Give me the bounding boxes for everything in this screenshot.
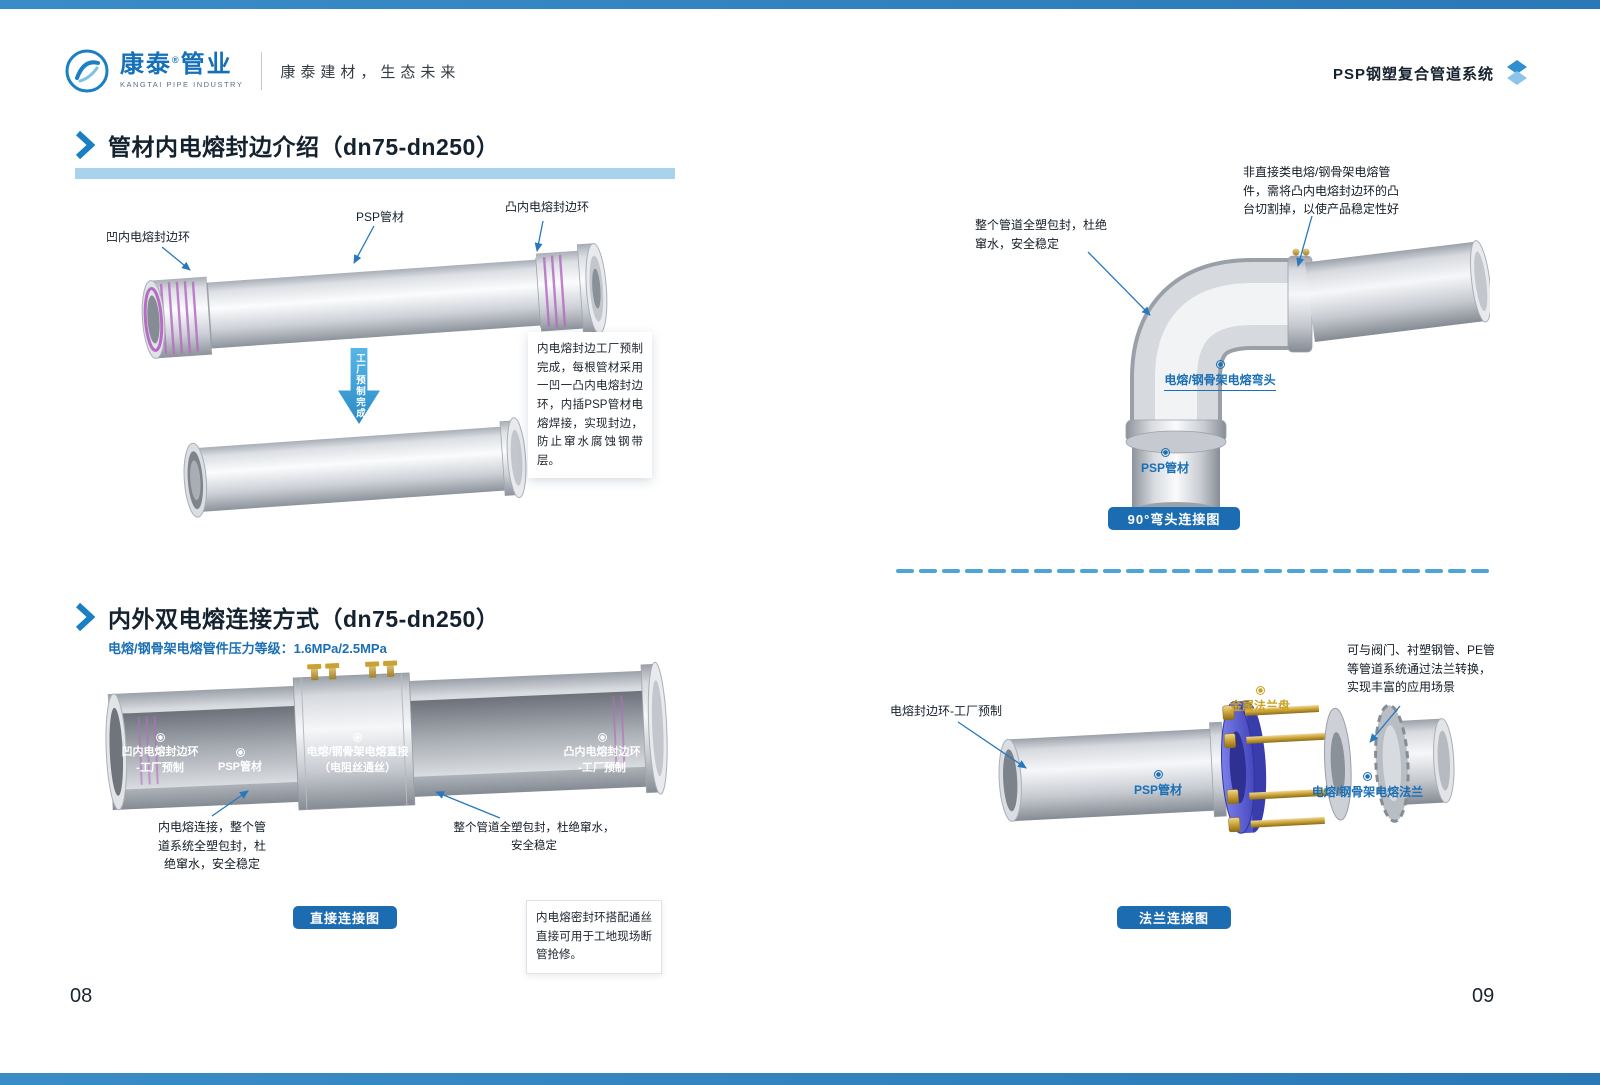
seal-edge-note: 内电熔封边工厂预制完成，每根管材采用一凹一凸内电熔封边环，内插PSP管材电熔焊接… bbox=[528, 332, 652, 479]
label-concave-seal-ring: 凹内电熔封边环 bbox=[106, 230, 191, 244]
callout-elbow-seal: 整个管道全塑包封，杜绝 窜水，安全稳定 bbox=[975, 218, 1108, 251]
chevron-icon bbox=[75, 603, 95, 631]
target-dot-icon bbox=[155, 733, 165, 742]
seal-edge-diagram bbox=[141, 243, 608, 518]
logo-icon bbox=[65, 49, 109, 93]
label-text: PSP管材 bbox=[1133, 783, 1182, 797]
bottom-bar bbox=[0, 1073, 1600, 1085]
logo-text: 康泰®管业 KANGTAI PIPE INDUSTRY bbox=[120, 53, 244, 90]
label-ef-flange: 电熔/钢骨架电熔法兰 bbox=[1295, 772, 1440, 801]
badge-elbow-connection: 90°弯头连接图 bbox=[1108, 507, 1240, 530]
section2-title: 内外双电熔连接方式（dn75-dn250） bbox=[108, 606, 500, 632]
label-text: PSP管材 bbox=[1140, 461, 1189, 475]
factory-arrow-label: 工厂预制完成 bbox=[354, 353, 365, 419]
label-text: 电熔/钢骨架电熔弯头 bbox=[1164, 372, 1276, 391]
header-divider bbox=[261, 52, 263, 90]
page-number-right: 09 bbox=[1472, 985, 1495, 1007]
logo-name-part2: 管业 bbox=[180, 51, 233, 78]
target-dot-icon bbox=[597, 733, 607, 742]
pipe-label-convex-ring: 凸内电熔封边环 -工厂预制 bbox=[552, 733, 652, 777]
logo-subtitle: KANGTAI PIPE INDUSTRY bbox=[120, 80, 244, 89]
system-title: PSP钢塑复合管道系统 bbox=[1332, 65, 1494, 83]
chevron-icon bbox=[75, 131, 95, 159]
label-psp-pipe: PSP管材 bbox=[356, 210, 405, 224]
brand-mark-icon bbox=[1507, 60, 1527, 85]
logo: 康泰®管业 KANGTAI PIPE INDUSTRY 康泰建材，生态未来 bbox=[64, 48, 460, 94]
header-tagline: 康泰建材，生态未来 bbox=[280, 63, 461, 81]
label-psp-pipe-flange: PSP管材 bbox=[1118, 770, 1198, 799]
badge-direct-connection: 直接连接图 bbox=[293, 906, 397, 929]
target-dot-icon bbox=[1255, 686, 1265, 695]
elbow-connection-diagram bbox=[1125, 240, 1490, 518]
section1-underline bbox=[75, 168, 675, 179]
registered-mark: ® bbox=[172, 55, 181, 65]
pressure-rating-note: 电熔/钢骨架电熔管件压力等级：1.6MPa/2.5MPa bbox=[108, 641, 387, 656]
section1-header: 管材内电熔封边介绍（dn75-dn250） bbox=[75, 128, 499, 162]
label-metal-flange: 金属法兰盘 bbox=[1205, 686, 1315, 715]
pipe-label-text: 凸内电熔封边环 -工厂预制 bbox=[563, 746, 641, 774]
label-seal-ring-factory: 电熔封边环-工厂预制 bbox=[890, 704, 1002, 718]
label-text: 电熔/钢骨架电熔法兰 bbox=[1311, 785, 1424, 799]
label-psp-pipe-elbow: PSP管材 bbox=[1125, 448, 1205, 477]
target-dot-icon bbox=[1160, 448, 1170, 457]
label-ef-elbow: 电熔/钢骨架电熔弯头 bbox=[1140, 360, 1300, 391]
page-number-left: 08 bbox=[70, 985, 93, 1007]
badge-flange-connection: 法兰连接图 bbox=[1117, 906, 1231, 929]
repair-note: 内电熔密封环搭配通丝直接可用于工地现场断管抢修。 bbox=[526, 900, 662, 974]
target-dot-icon bbox=[1363, 772, 1372, 781]
direct-connection-diagram bbox=[105, 660, 668, 811]
dashed-divider bbox=[896, 569, 1490, 573]
pipe-label-concave-ring: 凹内电熔封边环 -工厂预制 bbox=[112, 733, 208, 777]
target-dot-icon bbox=[235, 748, 245, 757]
target-dot-icon bbox=[1215, 360, 1225, 369]
callout-elbow-cut: 非直接类电熔/钢骨架电熔管 件，需将凸内电熔封边环的凸 台切割掉，以使产品稳定性… bbox=[1243, 165, 1400, 217]
pipe-label-text: 电熔/钢骨架电熔直接 （电阻丝通丝） bbox=[306, 746, 409, 774]
label-text: 金属法兰盘 bbox=[1229, 699, 1290, 713]
label-convex-seal-ring: 凸内电熔封边环 bbox=[505, 200, 590, 214]
top-bar bbox=[0, 0, 1600, 9]
section1-title: 管材内电熔封边介绍（dn75-dn250） bbox=[108, 134, 500, 160]
target-dot-icon bbox=[353, 733, 362, 742]
page-header: 康泰®管业 KANGTAI PIPE INDUSTRY 康泰建材，生态未来 PS… bbox=[0, 46, 1600, 100]
header-right: PSP钢塑复合管道系统 bbox=[1333, 58, 1530, 88]
logo-name-part1: 康泰 bbox=[120, 51, 172, 78]
pipe-label-fitting: 电熔/钢骨架电熔直接 （电阻丝通丝） bbox=[300, 733, 415, 777]
flange-connection-diagram bbox=[998, 700, 1455, 834]
callout-full-plastic-seal: 整个管道全塑包封，杜绝窜水， 安全稳定 bbox=[453, 822, 615, 852]
target-dot-icon bbox=[1153, 770, 1163, 779]
pipe-label-text: PSP管材 bbox=[217, 761, 262, 773]
callout-inner-fusion: 内电熔连接，整个管 道系统全塑包封，杜 绝窜水，安全稳定 bbox=[157, 820, 266, 872]
logo-name: 康泰®管业 bbox=[120, 53, 243, 77]
pipe-label-text: 凹内电熔封边环 -工厂预制 bbox=[121, 746, 199, 774]
section2-header: 内外双电熔连接方式（dn75-dn250） bbox=[75, 600, 499, 634]
callout-flange-adapt: 可与阀门、衬塑钢管、PE管 等管道系统通过法兰转换， 实现丰富的应用场景 bbox=[1347, 643, 1496, 695]
pipe-label-psp: PSP管材 bbox=[205, 748, 275, 776]
